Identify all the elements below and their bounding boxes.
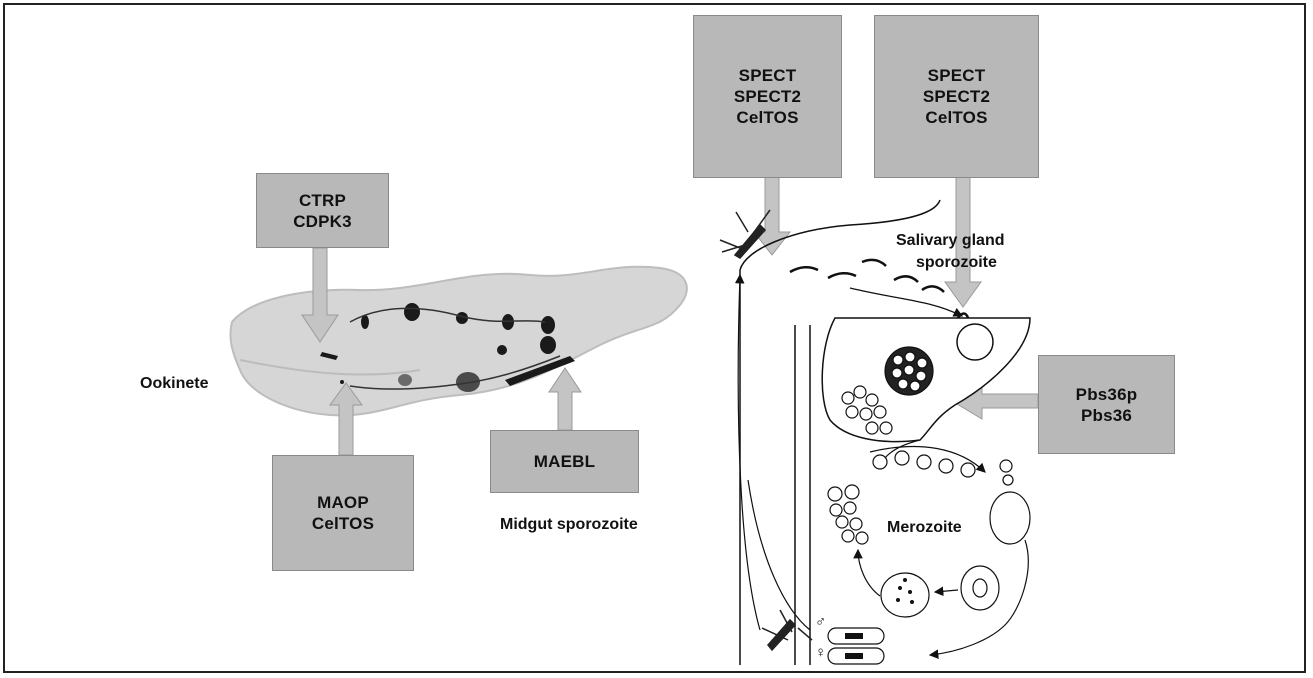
box-line: MAOP bbox=[317, 492, 369, 513]
female-symbol: ♀ bbox=[815, 643, 826, 663]
salivary-gland-label: Salivary gland bbox=[896, 231, 1005, 251]
box-line: SPECT2 bbox=[923, 86, 990, 107]
mosquito-midgut bbox=[230, 267, 686, 416]
male-symbol: ♂ bbox=[815, 612, 826, 632]
box-line: CDPK3 bbox=[293, 211, 352, 232]
box-line: SPECT bbox=[739, 65, 797, 86]
maop-celtos-box: MAOP CelTOS bbox=[272, 455, 414, 571]
ctrp-cdpk3-box: CTRP CDPK3 bbox=[256, 173, 389, 248]
spect-left-box: SPECT SPECT2 CelTOS bbox=[693, 15, 842, 178]
box-line: MAEBL bbox=[534, 451, 595, 472]
merozoite-label: Merozoite bbox=[887, 518, 962, 538]
ookinete-label: Ookinete bbox=[140, 374, 208, 394]
box-line: CTRP bbox=[299, 190, 346, 211]
box-line: Pbs36 bbox=[1081, 405, 1132, 426]
mosquito-icon bbox=[720, 210, 812, 650]
box-line: CelTOS bbox=[925, 107, 987, 128]
midgut-sporozoite-label: Midgut sporozoite bbox=[500, 515, 638, 535]
box-line: CelTOS bbox=[312, 513, 374, 534]
box-line: CelTOS bbox=[736, 107, 798, 128]
maebl-box: MAEBL bbox=[490, 430, 639, 493]
box-line: SPECT2 bbox=[734, 86, 801, 107]
box-line: SPECT bbox=[928, 65, 986, 86]
liver-schizont bbox=[885, 347, 933, 395]
pbs36-box: Pbs36p Pbs36 bbox=[1038, 355, 1175, 454]
box-line: Pbs36p bbox=[1076, 384, 1138, 405]
salivary-sporozoite-label: sporozoite bbox=[916, 253, 997, 273]
spect-right-box: SPECT SPECT2 CelTOS bbox=[874, 15, 1039, 178]
